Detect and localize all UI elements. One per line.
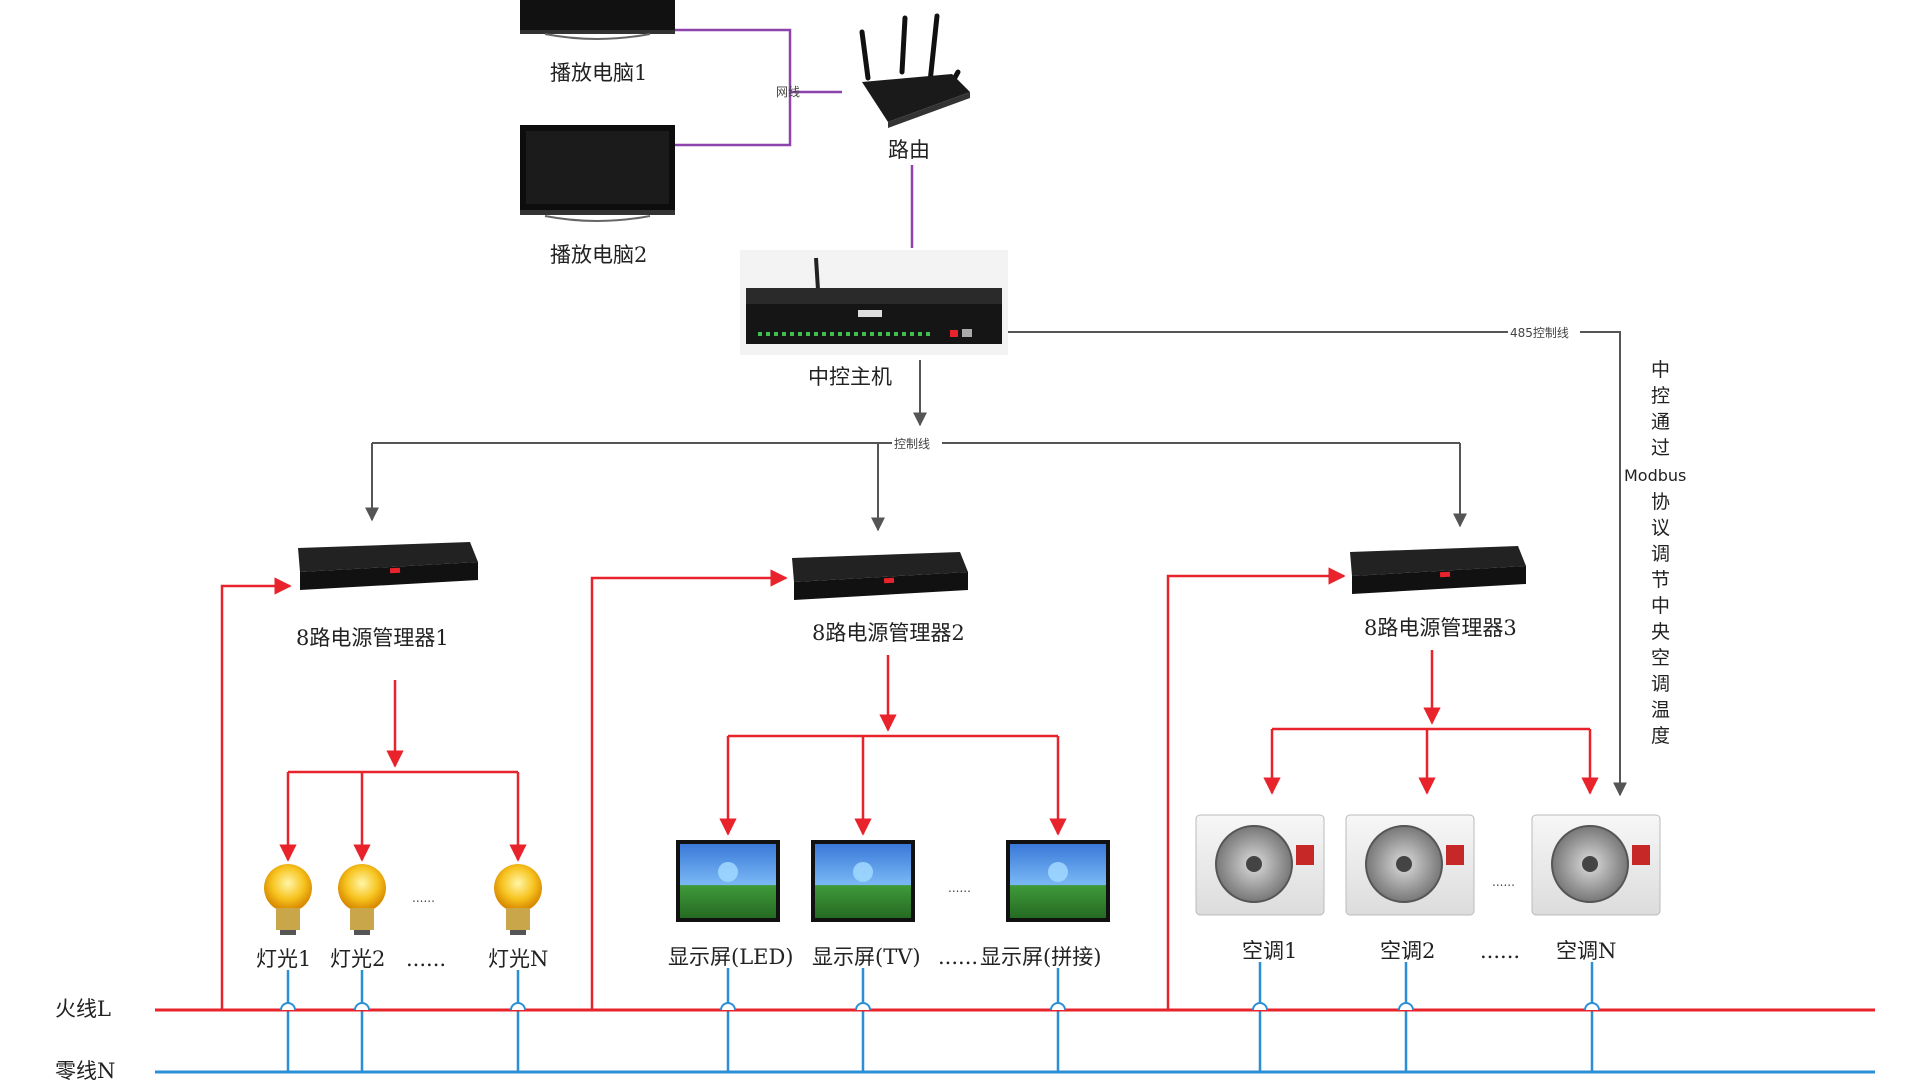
ac-2-label: 空调2 xyxy=(1380,939,1435,963)
svg-text:过: 过 xyxy=(1651,437,1670,459)
svg-text:空: 空 xyxy=(1651,647,1670,669)
display-led-icon xyxy=(676,840,780,922)
neutral-line-label: 零线N xyxy=(55,1059,115,1080)
displays-ellipsis-small: ...... xyxy=(948,881,971,895)
network-links xyxy=(675,28,914,248)
svg-text:节: 节 xyxy=(1651,569,1670,591)
svg-text:调: 调 xyxy=(1651,543,1670,565)
player-pc-2-label: 播放电脑2 xyxy=(550,243,647,267)
svg-text:通: 通 xyxy=(1651,411,1670,433)
ac-2-icon xyxy=(1345,814,1475,916)
light-n-label: 灯光N xyxy=(488,947,548,971)
router-icon xyxy=(859,13,970,128)
power-manager-3 xyxy=(1350,546,1526,594)
player-pc-2 xyxy=(520,125,675,222)
power-wiring xyxy=(220,567,1599,1010)
controller-label: 中控主机 xyxy=(808,365,892,389)
live-line-label: 火线L xyxy=(55,997,111,1021)
rs485-cable-label: 485控制线 xyxy=(1510,326,1569,340)
player-pc-1 xyxy=(520,0,675,40)
ac-n-label: 空调N xyxy=(1556,939,1616,963)
router-label: 路由 xyxy=(888,138,930,162)
live-line-crossings xyxy=(280,1002,1600,1011)
acs-ellipsis-small: ...... xyxy=(1492,875,1515,889)
svg-text:Modbus: Modbus xyxy=(1624,466,1686,485)
light-1-label: 灯光1 xyxy=(256,947,311,971)
control-cable-label: 控制线 xyxy=(894,437,930,451)
svg-text:度: 度 xyxy=(1651,725,1670,747)
acs-ellipsis: ...... xyxy=(1480,939,1520,963)
svg-text:温: 温 xyxy=(1651,699,1670,721)
ac-1-icon xyxy=(1195,814,1325,916)
display-splicing-label: 显示屏(拼接) xyxy=(980,945,1101,969)
light-2-label: 灯光2 xyxy=(330,947,385,971)
display-splicing-icon xyxy=(1006,840,1110,922)
ac-n-icon xyxy=(1531,814,1661,916)
modbus-note: 中 控 通 过 Modbus 协 议 调 节 中 央 空 调 温 度 xyxy=(1624,359,1686,747)
neutral-drops xyxy=(286,962,1594,1072)
network-cable-label: 网线 xyxy=(776,85,800,99)
power-manager-1 xyxy=(298,542,478,590)
svg-text:中: 中 xyxy=(1651,595,1670,617)
ac-1-label: 空调1 xyxy=(1242,939,1297,963)
displays-ellipsis: ...... xyxy=(938,945,978,969)
display-tv-label: 显示屏(TV) xyxy=(812,945,921,969)
light-bulb-1-icon xyxy=(264,864,312,935)
svg-text:调: 调 xyxy=(1651,673,1670,695)
display-tv-icon xyxy=(811,840,915,922)
player-pc-1-label: 播放电脑1 xyxy=(550,61,647,85)
power-manager-1-label: 8路电源管理器1 xyxy=(296,626,449,650)
central-controller xyxy=(740,250,1008,355)
power-manager-2-label: 8路电源管理器2 xyxy=(812,621,965,645)
svg-text:协: 协 xyxy=(1651,491,1670,513)
svg-text:控: 控 xyxy=(1651,385,1670,407)
lights-ellipsis: ...... xyxy=(406,947,446,971)
svg-text:中: 中 xyxy=(1651,359,1670,381)
svg-text:议: 议 xyxy=(1651,517,1670,539)
lights-ellipsis-small: ...... xyxy=(412,891,435,905)
light-bulb-2-icon xyxy=(338,864,386,935)
display-led-label: 显示屏(LED) xyxy=(668,945,794,969)
light-bulb-n-icon xyxy=(494,864,542,935)
power-manager-2 xyxy=(792,552,968,600)
svg-text:央: 央 xyxy=(1651,621,1670,643)
power-manager-3-label: 8路电源管理器3 xyxy=(1364,616,1517,640)
